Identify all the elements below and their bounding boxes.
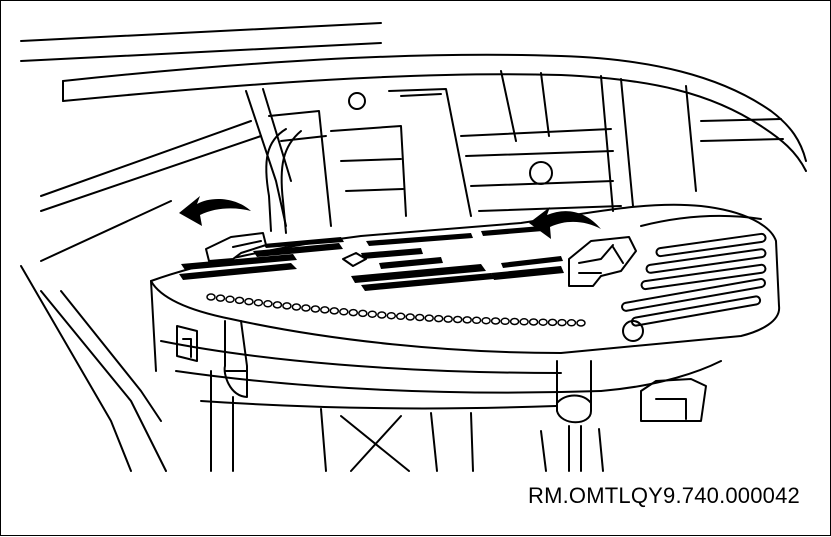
grille-dot [528,318,539,326]
grille-dots [206,293,586,327]
grille-dot [377,311,387,319]
hole-marker [348,92,366,110]
grille-dot [291,303,302,311]
grille-dot [547,318,558,327]
right-clip [568,236,637,287]
right-release-arrow [529,207,601,239]
vent-slots-left [179,226,564,291]
grille-dot [519,318,529,326]
grille-dot [310,305,321,313]
grille-dot [538,318,548,326]
figure-reference-code: RM.OMTLQY9.740.000042 [527,483,800,508]
grille-dot [443,315,453,323]
grille-dot [471,316,482,325]
cable-harness [265,128,302,234]
grille-dot [424,314,434,322]
grille-dot [206,293,216,301]
grille-dot [358,309,368,318]
grille-dot [452,315,463,324]
grille-dot [253,298,264,307]
grille-dot [272,301,283,309]
grille-dot [215,294,226,302]
grille-dot [234,296,245,305]
grille-dot [576,319,586,327]
grille-dot [557,318,567,327]
grille-dot [282,302,292,310]
grille-dot [367,310,378,318]
grille-dot [386,311,397,320]
hole-marker [529,161,553,185]
support-posts [176,320,644,472]
grille-dot [320,306,330,314]
grille-dot [481,316,491,325]
roof-lines [20,22,807,172]
grille-dot [225,295,235,304]
grille-dot [263,300,273,308]
grille-dot [433,314,444,323]
grille-dot [462,316,472,324]
grille-dot [566,319,577,327]
left-release-arrow [179,196,251,226]
grille-dot [500,317,510,326]
seatback-panels [268,70,784,227]
grille-dot [414,313,425,322]
grille-dot [348,308,359,317]
grille-dot [329,307,340,315]
grille-dot [395,312,406,321]
vent-slots-right [621,232,767,327]
grille-dot [509,317,520,326]
grille-dot [244,297,254,306]
grille-dot [405,313,415,321]
grille-dot [339,308,349,316]
left-clip [205,232,367,267]
package-tray [150,203,781,422]
rear-pillar-frame [20,88,292,472]
grille-dot [490,317,501,325]
grille-dot [301,304,311,312]
